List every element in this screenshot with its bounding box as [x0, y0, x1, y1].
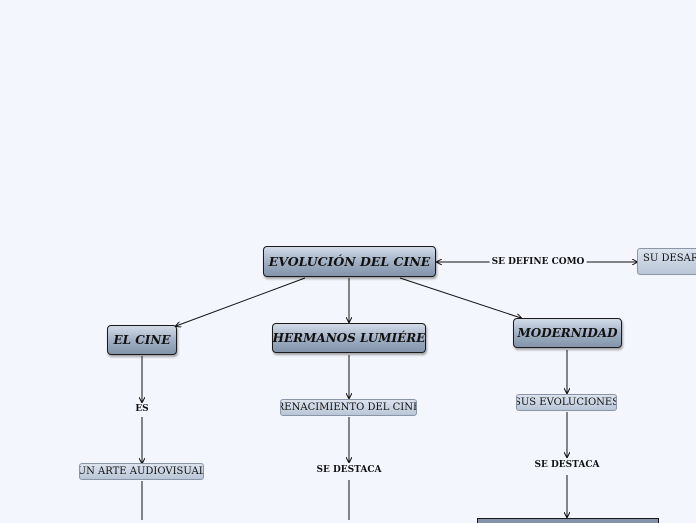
link-label-se-define-como: SE DEFINE COMO	[489, 257, 587, 267]
node-hermanos-lumiere[interactable]: HERMANOS LUMIÉRE	[272, 323, 426, 353]
node-evolucion-del-cine[interactable]: EVOLUCIÓN DEL CINE	[263, 246, 436, 277]
node-modernidad[interactable]: MODERNIDAD	[513, 318, 622, 348]
node-renacimiento-del-cine[interactable]: RENACIMIENTO DEL CINE	[280, 399, 417, 416]
node-sus-evoluciones[interactable]: SUS EVOLUCIONES	[516, 394, 617, 411]
connector-root-modernidad	[399, 277, 521, 318]
node-el-cine[interactable]: EL CINE	[107, 325, 177, 355]
link-label-se-destaca-modernidad: SE DESTACA	[532, 460, 602, 470]
node-partial-bottom[interactable]	[477, 518, 659, 523]
node-su-desarrollo[interactable]: SU DESARROLLO	[637, 248, 696, 275]
link-label-se-destaca-lumiere: SE DESTACA	[314, 465, 384, 475]
link-label-es: ES	[133, 404, 151, 414]
node-un-arte-audiovisual[interactable]: UN ARTE AUDIOVISUAL	[79, 463, 204, 480]
connector-root-elcine	[176, 277, 306, 326]
